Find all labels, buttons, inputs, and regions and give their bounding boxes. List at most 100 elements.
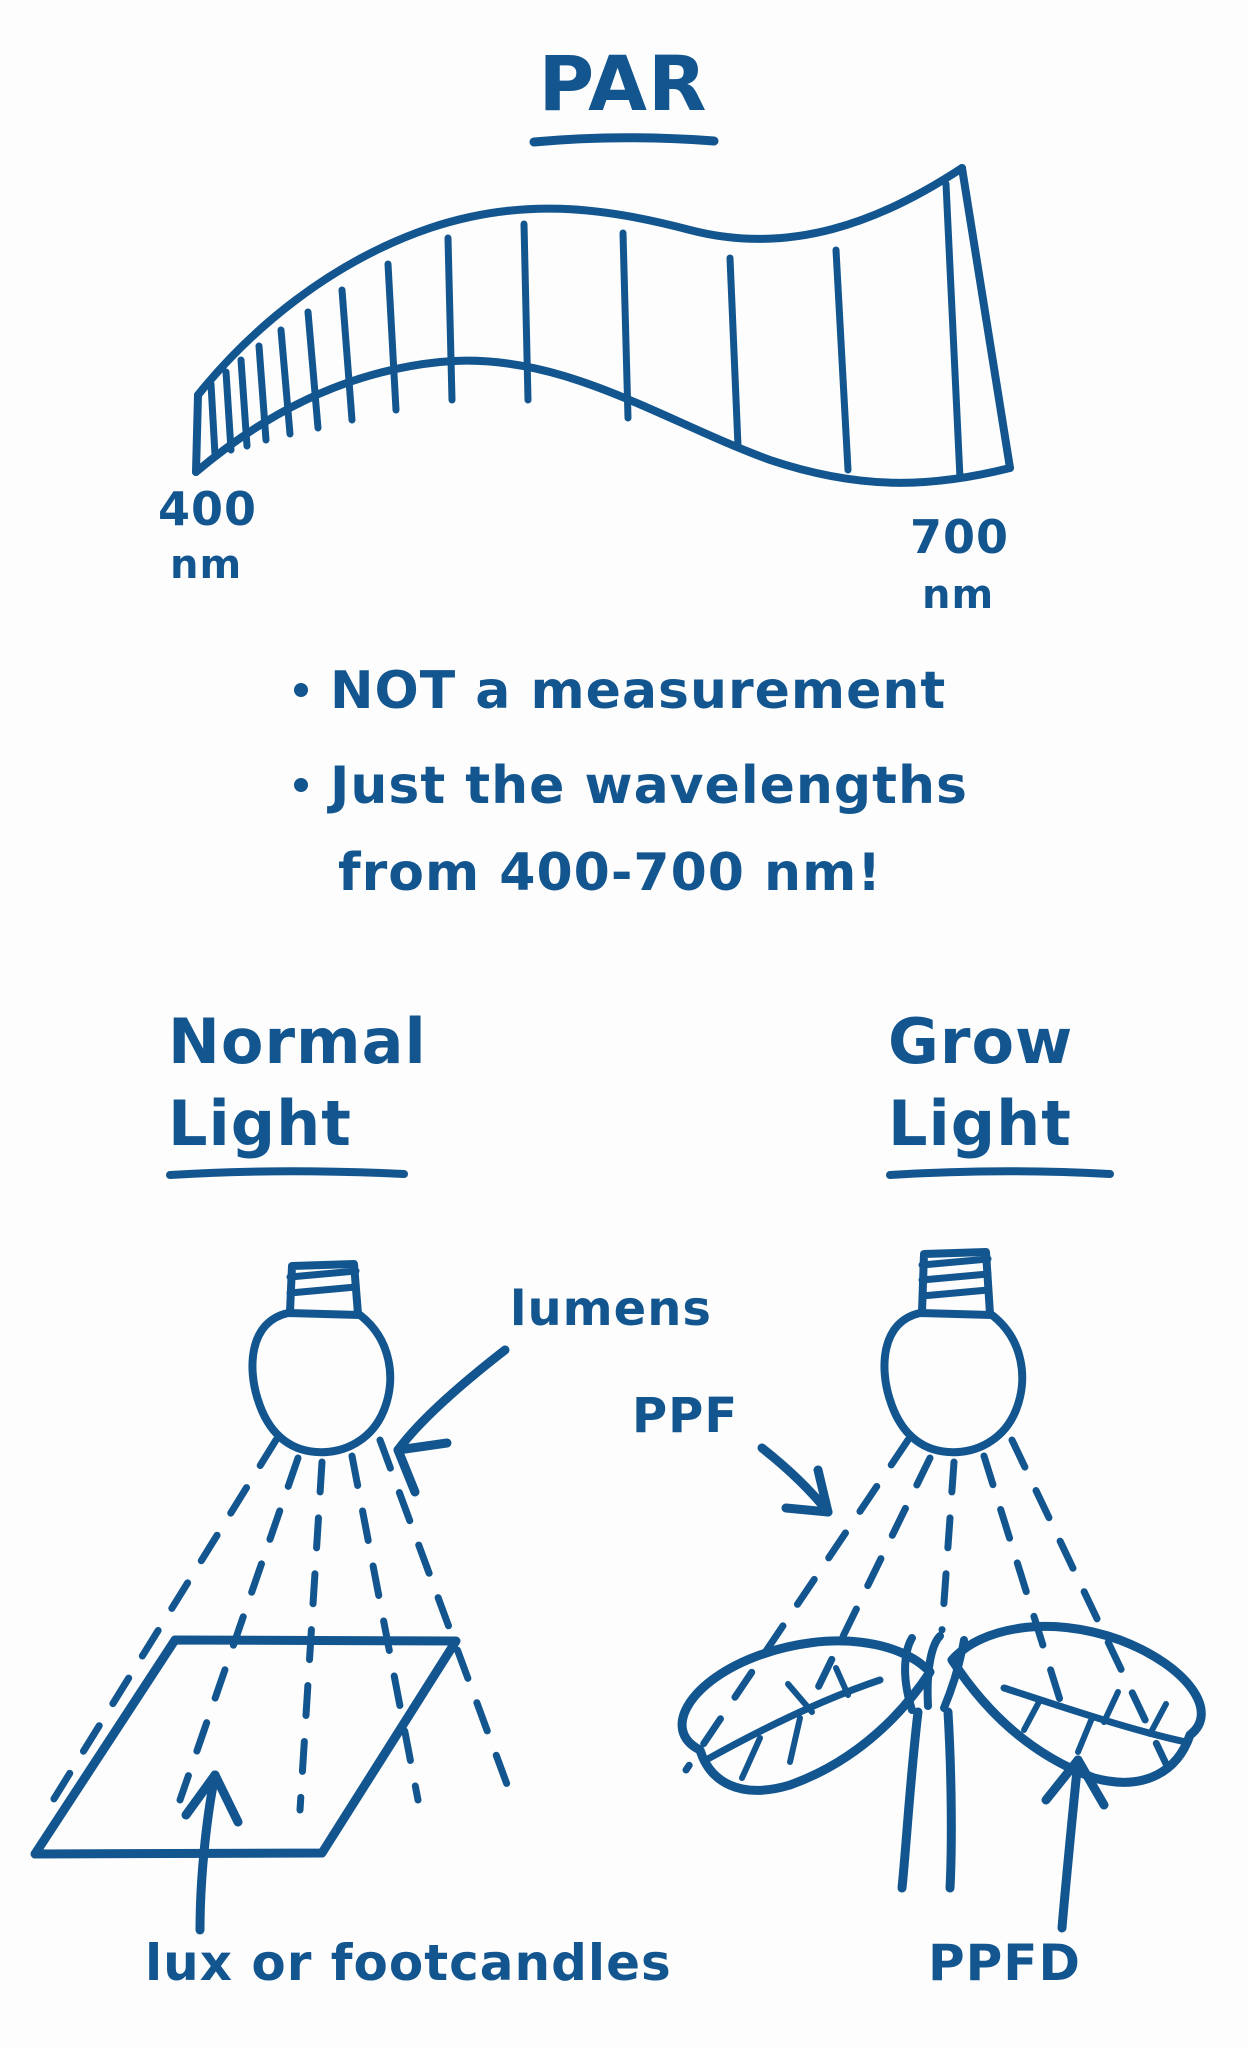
ppfd-arrow-head-left — [1041, 1755, 1083, 1805]
ppf-arrow-head-left — [781, 1503, 833, 1517]
note-item-2: Just the wavelengths — [327, 756, 968, 816]
bulb-glass — [880, 1309, 1027, 1457]
ribbon-divider — [222, 368, 235, 454]
bullet-dot — [294, 683, 308, 697]
bulb-thread — [918, 1286, 992, 1300]
notes-list: NOT a measurement Just the wavelengths f… — [294, 661, 968, 903]
light-ray — [938, 1458, 958, 1634]
bulb-thread — [918, 1255, 992, 1269]
lux-caption: lux or footcandles — [145, 1934, 672, 1992]
light-ray — [48, 1436, 280, 1806]
ribbon-divider — [255, 342, 270, 444]
ribbon-divider — [384, 260, 400, 414]
light-ray — [808, 1454, 934, 1704]
bulb-thread — [286, 1283, 360, 1297]
leaf-vein — [739, 1735, 763, 1781]
ribbon-divider — [942, 180, 964, 482]
ribbon-divider — [444, 234, 456, 404]
leaf-vein — [1147, 1701, 1169, 1737]
wavelength-label-right: 700 nm — [910, 510, 1009, 618]
lumens-arrow-head-top — [393, 1438, 452, 1455]
ribbon-divider — [338, 286, 356, 424]
lux-arrow-head-right — [210, 1770, 243, 1827]
page-title: PAR — [538, 39, 707, 128]
lumens-annotation: lumens — [393, 1281, 712, 1497]
grow-light-rays — [682, 1436, 1172, 1774]
ribbon-divider — [726, 254, 742, 450]
light-ray — [1008, 1436, 1172, 1772]
grow-light-bulb — [880, 1248, 1027, 1457]
plant — [677, 1621, 1206, 1893]
title-underline — [529, 133, 719, 147]
grow-light-heading-line1: Grow — [888, 1005, 1073, 1078]
ppfd-caption: PPFD — [928, 1934, 1081, 1992]
light-ray — [348, 1452, 422, 1804]
light-ray — [682, 1436, 912, 1774]
light-ray — [980, 1452, 1064, 1704]
stem-right — [943, 1707, 956, 1893]
leaf-vein — [1075, 1715, 1095, 1755]
sprout-leaf — [901, 1634, 916, 1714]
ribbon-divider — [832, 246, 852, 474]
sprout-leaf — [940, 1636, 968, 1712]
wavelength-right-unit: nm — [922, 572, 994, 618]
ribbon-divider — [237, 356, 251, 450]
note-item-3: from 400-700 nm! — [338, 843, 882, 903]
sprout-leaf — [923, 1632, 944, 1710]
surface-plane — [30, 1635, 461, 1859]
par-title-group: PAR — [529, 39, 719, 147]
leaf-vein — [785, 1681, 815, 1715]
ribbon-divider — [304, 308, 322, 432]
lux-arrow-shaft — [195, 1770, 220, 1935]
ribbon-divider — [619, 229, 632, 422]
spectrum-ribbon — [192, 164, 1014, 487]
bulb-thread — [286, 1267, 360, 1281]
lumens-arrow-shaft — [393, 1345, 510, 1455]
ribbon-divider — [520, 220, 532, 404]
normal-light-heading-line1: Normal — [168, 1005, 427, 1078]
leaf-vein — [1021, 1697, 1043, 1733]
normal-light-heading-line2: Light — [168, 1087, 352, 1160]
bulb-glass — [248, 1309, 395, 1457]
normal-light-bulb — [248, 1260, 395, 1457]
leaf-vein — [1101, 1689, 1121, 1725]
ppfd-arrow-shaft — [1057, 1755, 1083, 1933]
normal-light-heading: Normal Light — [166, 1005, 427, 1179]
ribbon-divider — [277, 326, 294, 438]
ribbon-dividers — [207, 180, 964, 482]
stem-left — [897, 1707, 923, 1893]
lux-arrow — [181, 1770, 243, 1935]
ribbon-left-cap — [192, 391, 202, 476]
leaf-vein — [787, 1715, 803, 1765]
bullet-dot — [294, 778, 308, 792]
light-ray — [176, 1454, 302, 1804]
wavelength-right-value: 700 — [910, 510, 1009, 564]
wavelength-left-unit: nm — [170, 542, 242, 588]
ribbon-right-cap — [958, 164, 1014, 472]
normal-light-rays — [48, 1436, 516, 1814]
ppf-annotation: PPF — [632, 1388, 833, 1517]
light-ray — [376, 1436, 516, 1802]
normal-light-underline — [166, 1167, 408, 1179]
ribbon-divider — [207, 380, 219, 459]
ppf-label: PPF — [632, 1388, 738, 1444]
ppf-arrow-head-right — [813, 1465, 833, 1517]
grow-light-heading-line2: Light — [888, 1087, 1072, 1160]
ppfd-arrow — [1041, 1755, 1109, 1933]
grow-light-underline — [886, 1167, 1114, 1179]
leaf-vein — [833, 1665, 851, 1698]
illuminated-surface — [30, 1635, 461, 1859]
lux-arrow-head-left — [181, 1770, 220, 1820]
wavelength-label-left: 400 nm — [158, 482, 257, 588]
lumens-label: lumens — [510, 1281, 712, 1337]
grow-light-heading: Grow Light — [886, 1005, 1114, 1179]
leaf-right — [947, 1621, 1206, 1787]
ppfd-arrow-head-right — [1073, 1755, 1109, 1810]
leaf-left-midrib — [702, 1676, 884, 1764]
lumens-arrow-head-bottom — [393, 1445, 420, 1497]
leaf-right-midrib — [1000, 1684, 1190, 1746]
note-item-1: NOT a measurement — [330, 661, 946, 721]
wavelength-left-value: 400 — [158, 482, 257, 536]
